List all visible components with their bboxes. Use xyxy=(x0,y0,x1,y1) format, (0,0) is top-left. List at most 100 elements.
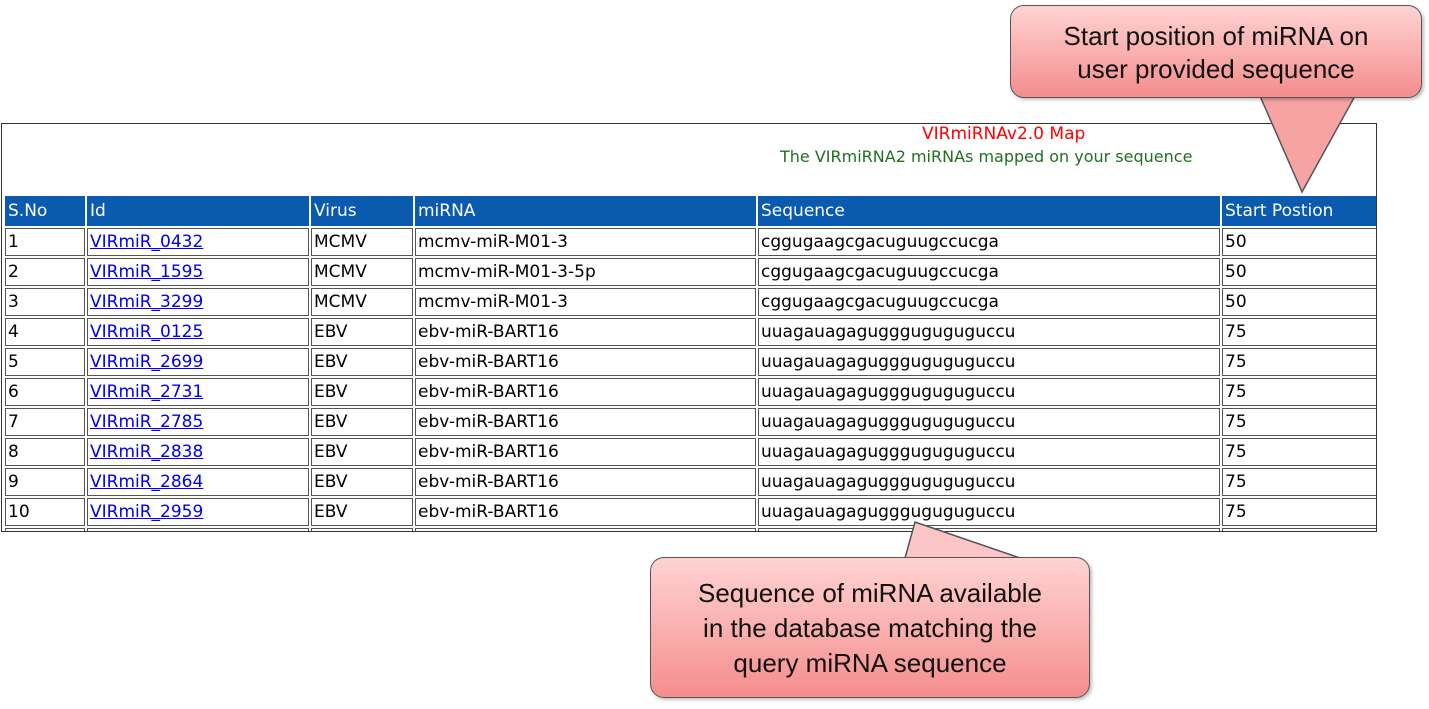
mirna-id-link[interactable]: VIRmiR_0432 xyxy=(90,232,204,252)
mirna-id-link[interactable]: VIRmiR_2864 xyxy=(90,472,204,492)
cell-id: VIRmiR_2785 xyxy=(87,408,309,436)
callout-sequence: Sequence of miRNA available in the datab… xyxy=(650,557,1090,698)
table-row-partial xyxy=(5,528,1376,531)
table-header-row: S.No Id Virus miRNA Sequence Start Posti… xyxy=(5,196,1376,226)
cell-empty xyxy=(1222,528,1376,531)
cell-sequence: uuagauagaguggguguguguccu xyxy=(758,318,1220,346)
page-subtitle: The VIRmiRNA2 miRNAs mapped on your sequ… xyxy=(780,147,1193,166)
cell-sequence: uuagauagaguggguguguguccu xyxy=(758,468,1220,496)
mirna-id-link[interactable]: VIRmiR_2731 xyxy=(90,382,204,402)
cell-virus: EBV xyxy=(311,378,413,406)
cell-sequence: uuagauagaguggguguguguccu xyxy=(758,408,1220,436)
cell-virus: MCMV xyxy=(311,258,413,286)
cell-mirna: ebv-miR-BART16 xyxy=(415,498,756,526)
mirna-id-link[interactable]: VIRmiR_2959 xyxy=(90,502,204,522)
cell-sequence: uuagauagaguggguguguguccu xyxy=(758,348,1220,376)
cell-start-position: 75 xyxy=(1222,378,1376,406)
cell-start-position: 75 xyxy=(1222,408,1376,436)
cell-mirna: ebv-miR-BART16 xyxy=(415,318,756,346)
cell-id: VIRmiR_2731 xyxy=(87,378,309,406)
mirna-id-link[interactable]: VIRmiR_3299 xyxy=(90,292,204,312)
mirna-id-link[interactable]: VIRmiR_2785 xyxy=(90,412,204,432)
cell-start-position: 50 xyxy=(1222,258,1376,286)
cell-empty xyxy=(758,528,1220,531)
cell-virus: EBV xyxy=(311,408,413,436)
cell-start-position: 75 xyxy=(1222,438,1376,466)
mirna-id-link[interactable]: VIRmiR_2838 xyxy=(90,442,204,462)
cell-sno: 2 xyxy=(5,258,85,286)
cell-virus: MCMV xyxy=(311,288,413,316)
cell-sno: 4 xyxy=(5,318,85,346)
cell-start-position: 75 xyxy=(1222,318,1376,346)
results-panel: VIRmiRNAv2.0 Map The VIRmiRNA2 miRNAs ma… xyxy=(1,123,1377,532)
cell-id: VIRmiR_3299 xyxy=(87,288,309,316)
cell-virus: EBV xyxy=(311,318,413,346)
cell-start-position: 75 xyxy=(1222,348,1376,376)
cell-virus: EBV xyxy=(311,348,413,376)
cell-mirna: ebv-miR-BART16 xyxy=(415,468,756,496)
cell-sno: 6 xyxy=(5,378,85,406)
results-table: S.No Id Virus miRNA Sequence Start Posti… xyxy=(3,194,1376,531)
cell-sno: 5 xyxy=(5,348,85,376)
cell-id: VIRmiR_0125 xyxy=(87,318,309,346)
cell-empty xyxy=(415,528,756,531)
cell-sequence: uuagauagaguggguguguguccu xyxy=(758,438,1220,466)
cell-mirna: ebv-miR-BART16 xyxy=(415,438,756,466)
cell-sequence: cggugaagcgacuguugccucga xyxy=(758,228,1220,256)
cell-id: VIRmiR_2838 xyxy=(87,438,309,466)
mirna-id-link[interactable]: VIRmiR_0125 xyxy=(90,322,204,342)
cell-virus: EBV xyxy=(311,498,413,526)
cell-mirna: mcmv-miR-M01-3-5p xyxy=(415,258,756,286)
callout-start-position: Start position of miRNA on user provided… xyxy=(1010,5,1422,98)
cell-mirna: ebv-miR-BART16 xyxy=(415,408,756,436)
cell-virus: EBV xyxy=(311,468,413,496)
column-header-start-position: Start Postion xyxy=(1222,196,1376,226)
cell-id: VIRmiR_2699 xyxy=(87,348,309,376)
cell-empty xyxy=(5,528,85,531)
cell-mirna: mcmv-miR-M01-3 xyxy=(415,228,756,256)
cell-sno: 1 xyxy=(5,228,85,256)
callout-sequence-text: Sequence of miRNA available in the datab… xyxy=(698,578,1042,678)
cell-empty xyxy=(311,528,413,531)
cell-sequence: uuagauagaguggguguguguccu xyxy=(758,498,1220,526)
cell-mirna: ebv-miR-BART16 xyxy=(415,348,756,376)
cell-start-position: 50 xyxy=(1222,288,1376,316)
cell-sno: 9 xyxy=(5,468,85,496)
cell-start-position: 75 xyxy=(1222,498,1376,526)
column-header-virus: Virus xyxy=(311,196,413,226)
cell-sequence: cggugaagcgacuguugccucga xyxy=(758,258,1220,286)
cell-virus: EBV xyxy=(311,438,413,466)
cell-sequence: cggugaagcgacuguugccucga xyxy=(758,288,1220,316)
cell-sno: 10 xyxy=(5,498,85,526)
cell-virus: MCMV xyxy=(311,228,413,256)
cell-mirna: mcmv-miR-M01-3 xyxy=(415,288,756,316)
cell-id: VIRmiR_1595 xyxy=(87,258,309,286)
column-header-id: Id xyxy=(87,196,309,226)
cell-id: VIRmiR_0432 xyxy=(87,228,309,256)
page-title: VIRmiRNAv2.0 Map xyxy=(922,124,1086,144)
cell-empty xyxy=(87,528,309,531)
column-header-sequence: Sequence xyxy=(758,196,1220,226)
cell-sequence: uuagauagaguggguguguguccu xyxy=(758,378,1220,406)
cell-start-position: 50 xyxy=(1222,228,1376,256)
mirna-id-link[interactable]: VIRmiR_2699 xyxy=(90,352,204,372)
cell-sno: 3 xyxy=(5,288,85,316)
cell-start-position: 75 xyxy=(1222,468,1376,496)
cell-id: VIRmiR_2864 xyxy=(87,468,309,496)
cell-id: VIRmiR_2959 xyxy=(87,498,309,526)
column-header-mirna: miRNA xyxy=(415,196,756,226)
cell-mirna: ebv-miR-BART16 xyxy=(415,378,756,406)
mirna-id-link[interactable]: VIRmiR_1595 xyxy=(90,262,204,282)
cell-sno: 8 xyxy=(5,438,85,466)
column-header-sno: S.No xyxy=(5,196,85,226)
